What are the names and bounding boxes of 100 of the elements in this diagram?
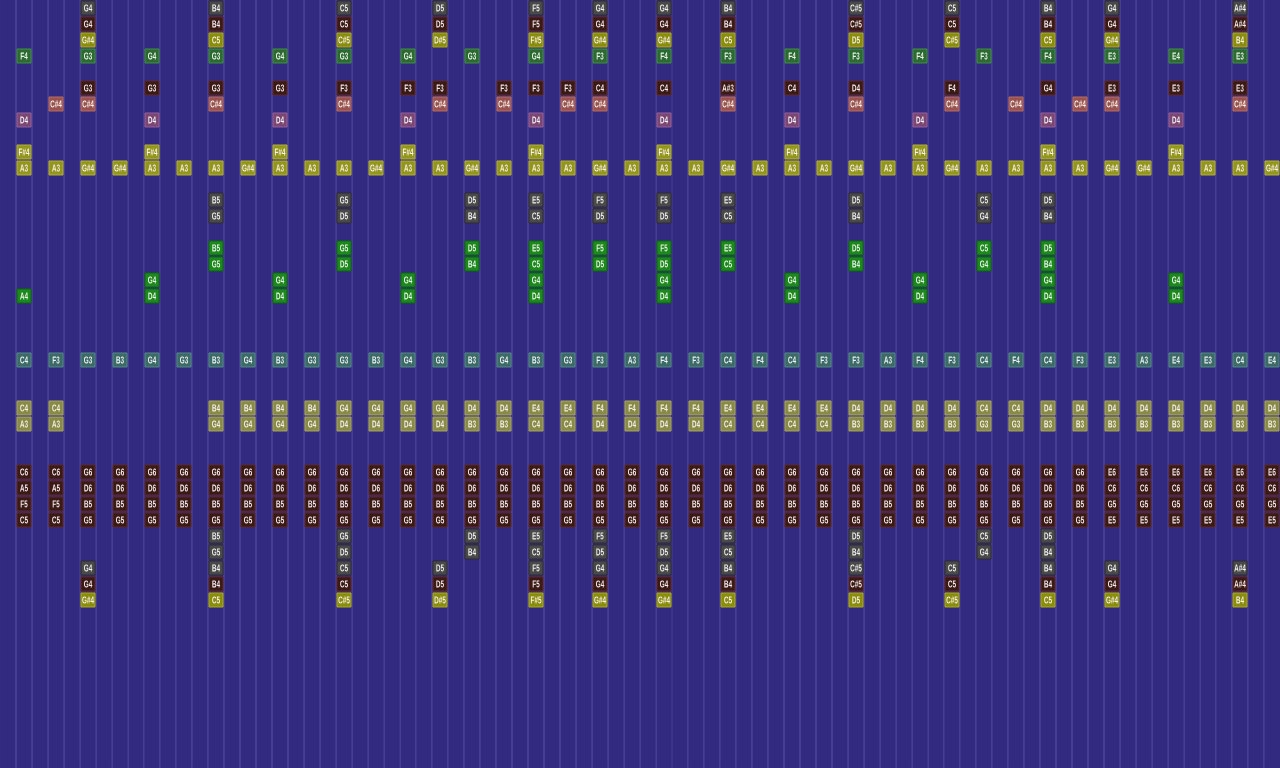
note-block: A3 bbox=[1200, 160, 1216, 176]
note-block: G#4 bbox=[944, 160, 960, 176]
note-block: G5 bbox=[880, 512, 896, 528]
note-block: B5 bbox=[208, 192, 224, 208]
note-block: C5 bbox=[944, 16, 960, 32]
note-block: B5 bbox=[752, 496, 768, 512]
note-block: F#5 bbox=[528, 592, 544, 608]
note-block: G4 bbox=[592, 0, 608, 16]
note-block: B4 bbox=[208, 0, 224, 16]
note-block: G5 bbox=[496, 512, 512, 528]
note-block: B5 bbox=[784, 496, 800, 512]
note-block: C4 bbox=[560, 416, 576, 432]
note-block: G4 bbox=[368, 400, 384, 416]
note-block: E5 bbox=[528, 528, 544, 544]
note-block: D5 bbox=[432, 576, 448, 592]
note-block: D6 bbox=[752, 480, 768, 496]
note-block: D5 bbox=[464, 528, 480, 544]
note-block: E3 bbox=[1104, 48, 1120, 64]
note-block: D5 bbox=[432, 16, 448, 32]
note-block: A3 bbox=[1136, 352, 1152, 368]
note-block: D5 bbox=[336, 544, 352, 560]
note-block: D4 bbox=[336, 416, 352, 432]
note-block: B3 bbox=[1200, 416, 1216, 432]
note-block: G5 bbox=[1232, 496, 1248, 512]
note-block: C#5 bbox=[336, 32, 352, 48]
note-block: F5 bbox=[528, 16, 544, 32]
note-block: B4 bbox=[720, 560, 736, 576]
note-block: A3 bbox=[1232, 160, 1248, 176]
note-block: B5 bbox=[80, 496, 96, 512]
note-block: G6 bbox=[496, 464, 512, 480]
note-block: G5 bbox=[912, 512, 928, 528]
note-block: B4 bbox=[464, 208, 480, 224]
note-block: G4 bbox=[80, 16, 96, 32]
note-block: G4 bbox=[1104, 0, 1120, 16]
note-block: A5 bbox=[16, 480, 32, 496]
note-block: G5 bbox=[208, 256, 224, 272]
note-block: D4 bbox=[1040, 112, 1056, 128]
note-block: D4 bbox=[624, 416, 640, 432]
note-block: G3 bbox=[272, 80, 288, 96]
note-block: E3 bbox=[1200, 352, 1216, 368]
note-block: C5 bbox=[944, 560, 960, 576]
note-block: B5 bbox=[336, 496, 352, 512]
note-block: D5 bbox=[592, 544, 608, 560]
note-block: G4 bbox=[240, 352, 256, 368]
note-block: D5 bbox=[432, 0, 448, 16]
note-block: F5 bbox=[592, 192, 608, 208]
note-block: G5 bbox=[240, 512, 256, 528]
note-block: A3 bbox=[656, 160, 672, 176]
note-block: C5 bbox=[528, 208, 544, 224]
note-block: G6 bbox=[80, 464, 96, 480]
note-block: G3 bbox=[80, 352, 96, 368]
note-block: C6 bbox=[1168, 480, 1184, 496]
note-block: F4 bbox=[656, 48, 672, 64]
note-block: C5 bbox=[208, 592, 224, 608]
note-block: G5 bbox=[528, 512, 544, 528]
note-block: G4 bbox=[400, 400, 416, 416]
note-block: A3 bbox=[144, 160, 160, 176]
note-block: C6 bbox=[1136, 480, 1152, 496]
note-block: G3 bbox=[208, 48, 224, 64]
note-block: C5 bbox=[1040, 32, 1056, 48]
note-block: G5 bbox=[784, 512, 800, 528]
note-block: D6 bbox=[784, 480, 800, 496]
note-block: G#4 bbox=[592, 592, 608, 608]
note-block: B4 bbox=[1040, 208, 1056, 224]
note-block: G#4 bbox=[656, 592, 672, 608]
note-block: B4 bbox=[1232, 32, 1248, 48]
note-block: G#4 bbox=[1104, 32, 1120, 48]
note-block: B5 bbox=[368, 496, 384, 512]
note-block: E5 bbox=[1232, 512, 1248, 528]
note-block: B3 bbox=[528, 352, 544, 368]
note-block: G3 bbox=[976, 416, 992, 432]
note-block: C#4 bbox=[208, 96, 224, 112]
note-block: C5 bbox=[720, 592, 736, 608]
note-block: C5 bbox=[976, 528, 992, 544]
note-block: F5 bbox=[656, 240, 672, 256]
note-block: E5 bbox=[1200, 512, 1216, 528]
note-block: G6 bbox=[1072, 464, 1088, 480]
note-block: D5 bbox=[464, 192, 480, 208]
note-block: A3 bbox=[528, 160, 544, 176]
note-block: B5 bbox=[976, 496, 992, 512]
note-block: D6 bbox=[1008, 480, 1024, 496]
note-block: E6 bbox=[1264, 464, 1280, 480]
note-block: B5 bbox=[208, 496, 224, 512]
note-block: G4 bbox=[80, 560, 96, 576]
note-block: B4 bbox=[720, 0, 736, 16]
note-block: B5 bbox=[112, 496, 128, 512]
note-block: B4 bbox=[848, 544, 864, 560]
note-block: D#5 bbox=[432, 592, 448, 608]
note-block: G6 bbox=[112, 464, 128, 480]
note-block: F5 bbox=[528, 576, 544, 592]
note-block: G6 bbox=[400, 464, 416, 480]
note-block: C4 bbox=[784, 352, 800, 368]
note-block: B5 bbox=[240, 496, 256, 512]
note-block: B4 bbox=[208, 16, 224, 32]
note-block: D5 bbox=[656, 208, 672, 224]
note-block: C#4 bbox=[48, 96, 64, 112]
note-block: D6 bbox=[624, 480, 640, 496]
note-block: D6 bbox=[400, 480, 416, 496]
note-block: D6 bbox=[816, 480, 832, 496]
note-block: G4 bbox=[144, 272, 160, 288]
